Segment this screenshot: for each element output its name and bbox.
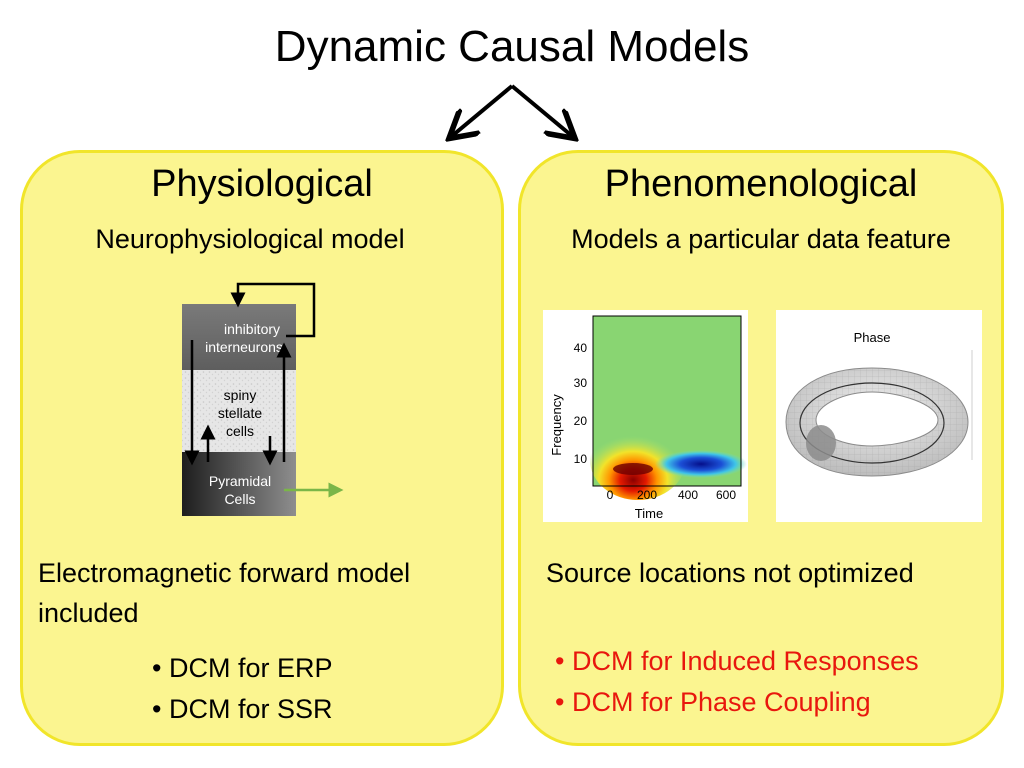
bullet-dcm-induced-responses: DCM for Induced Responses [555,641,919,682]
bullet-dcm-ssr: DCM for SSR [152,689,333,730]
spectrogram-xlabel: Time [635,506,663,521]
forward-model-note-line2: included [38,598,139,628]
forward-model-note-line1: Electromagnetic forward model [38,558,411,588]
physiological-heading: Physiological [151,163,373,205]
ytick-30: 30 [574,376,588,390]
stellate-label-3: cells [226,423,254,439]
forward-model-note: Electromagnetic forward model included [38,553,488,633]
bullet-dcm-phase-coupling: DCM for Phase Coupling [555,682,919,723]
spectrogram-figure: 10 20 30 40 0 200 400 600 Time Frequency [543,310,748,522]
high-power-region [590,420,686,500]
xtick-400: 400 [678,488,698,502]
stellate-label-2: stellate [218,405,263,421]
spectrogram-ylabel: Frequency [549,394,564,456]
torus-phase-label: Phase [854,330,891,345]
branch-arrows [440,84,585,150]
neural-circuit-diagram: inhibitory interneurons spiny stellate c… [182,282,344,516]
bullet-dcm-erp: DCM for ERP [152,648,333,689]
low-power-region [655,450,747,478]
inhibitory-label-1: inhibitory [224,321,280,337]
xtick-600: 600 [716,488,736,502]
ytick-10: 10 [574,452,588,466]
phase-trajectory [799,382,945,464]
xtick-200: 200 [637,488,657,502]
torus-figure: Phase [776,310,982,522]
inhibitory-label-2: interneurons [205,339,283,355]
physiological-subheading: Neurophysiological model [95,224,405,254]
stellate-label-1: spiny [224,387,257,403]
phenomenological-subheading: Models a particular data feature [571,224,951,254]
arrow-left-branch [452,84,514,136]
phenomenological-bullets: DCM for Induced Responses DCM for Phase … [555,641,919,723]
xtick-0: 0 [607,488,614,502]
pyramidal-label-2: Cells [224,491,255,507]
phenomenological-heading: Phenomenological [604,163,918,205]
arrow-right-branch [510,84,572,136]
ytick-20: 20 [574,414,588,428]
pyramidal-label-1: Pyramidal [209,473,271,489]
source-locations-note: Source locations not optimized [546,558,914,588]
slide-title: Dynamic Causal Models [274,22,750,71]
physiological-bullets: DCM for ERP DCM for SSR [152,648,333,730]
ytick-40: 40 [574,341,588,355]
inhibitory-layer [182,304,296,370]
phase-cross-section [806,425,836,461]
self-inhibition-loop [230,282,316,338]
